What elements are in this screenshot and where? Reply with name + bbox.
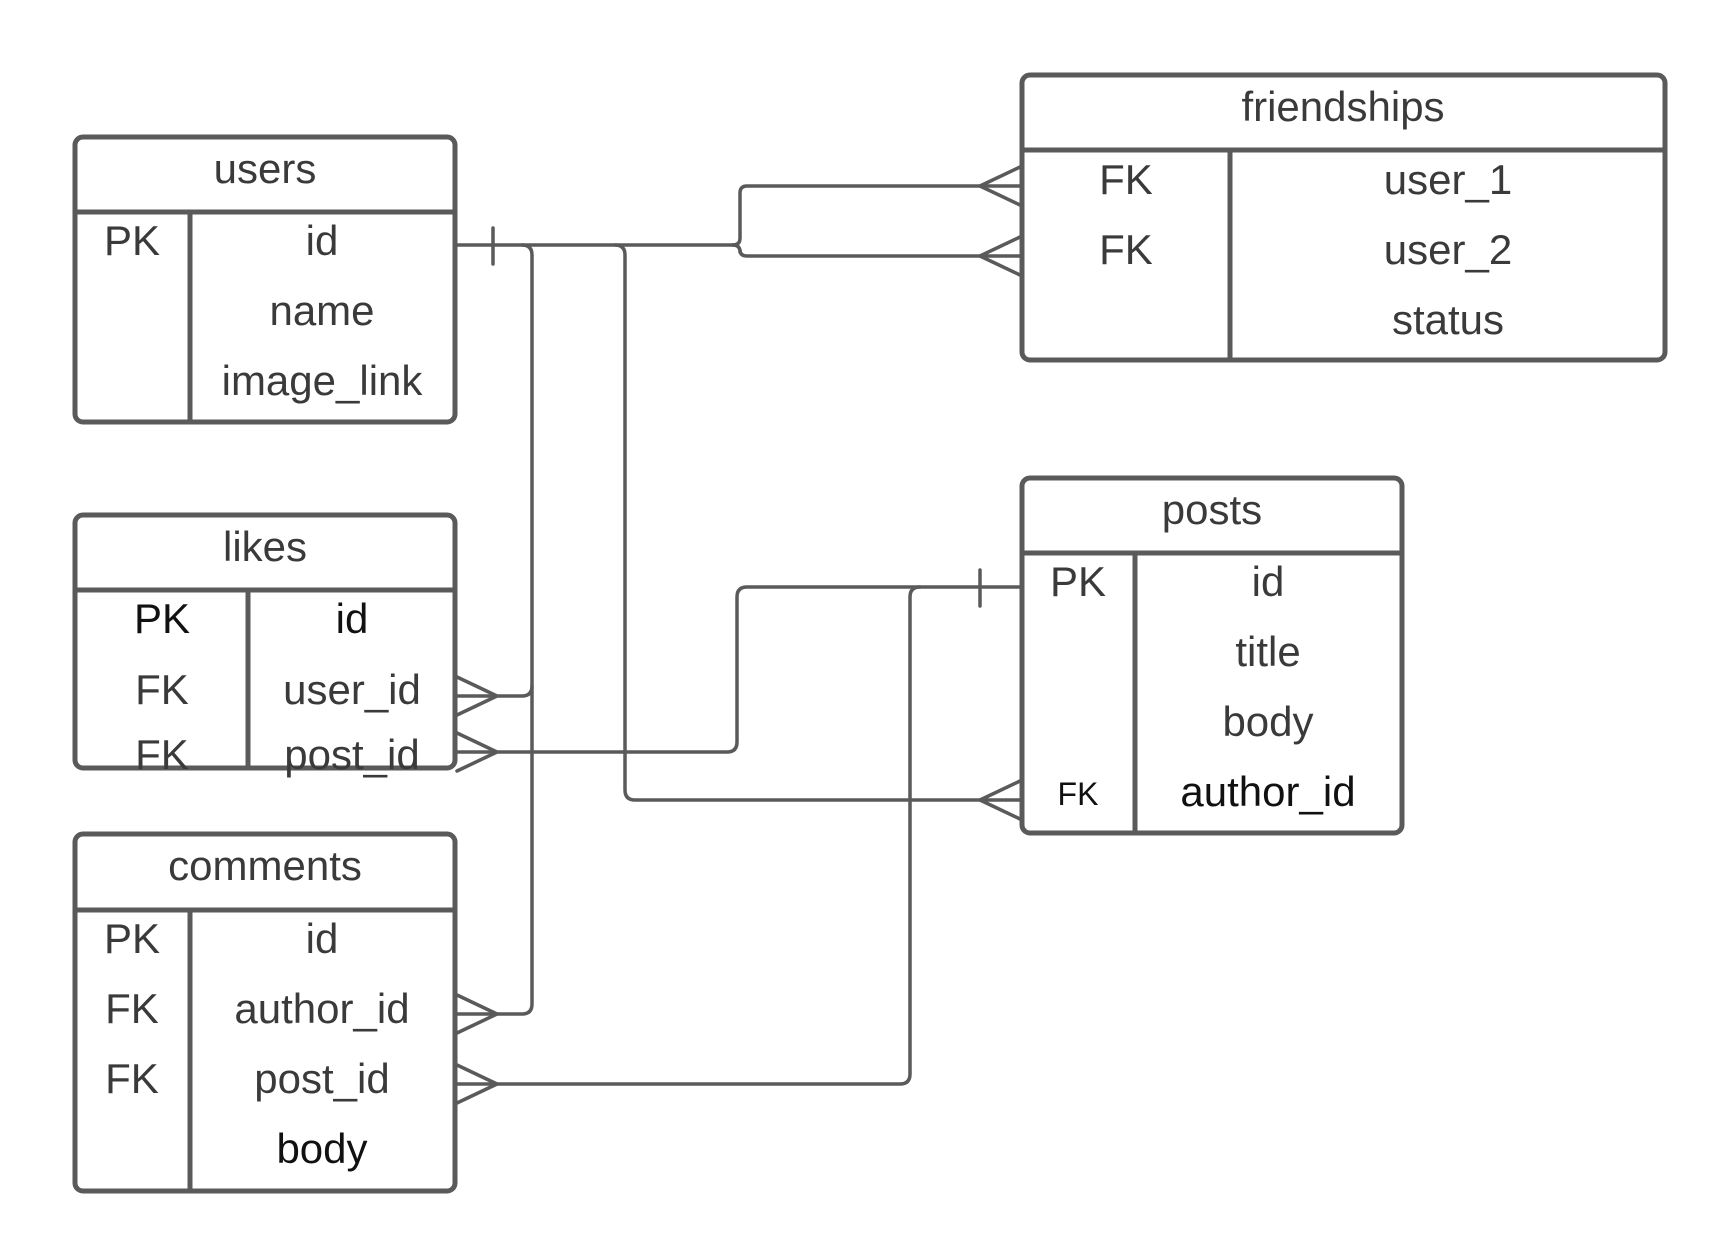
key-label: FK	[135, 666, 189, 713]
key-label: PK	[104, 915, 160, 962]
table-title: friendships	[1241, 83, 1444, 130]
relationship-users-posts-author-id	[613, 243, 1022, 802]
key-label: PK	[104, 217, 160, 264]
field-label: body	[276, 1125, 367, 1172]
table-posts[interactable]: posts PK id title body FK author_id	[1019, 475, 1405, 836]
many-marker-comments-post-id	[455, 1063, 499, 1105]
field-label: user_2	[1384, 226, 1512, 273]
field-label: author_id	[1180, 768, 1355, 815]
field-label: id	[306, 915, 339, 962]
field-label: post_id	[284, 731, 419, 778]
many-marker-posts-author-id	[978, 779, 1022, 821]
many-marker-friendships-user1	[978, 165, 1022, 207]
field-label: user_id	[283, 666, 421, 713]
table-friendships[interactable]: friendships FK user_1 FK user_2 status	[1019, 72, 1668, 363]
key-label: FK	[1099, 156, 1153, 203]
field-label: post_id	[254, 1055, 389, 1102]
many-marker-friendships-user2	[978, 235, 1022, 277]
table-title: likes	[223, 523, 307, 570]
key-label: FK	[1058, 776, 1099, 812]
relationship-users-friendships-user2	[731, 243, 1022, 258]
table-title: users	[214, 145, 317, 192]
table-title: posts	[1162, 486, 1262, 533]
field-label: id	[336, 595, 369, 642]
key-label: FK	[1099, 226, 1153, 273]
relationship-posts-comments-post-id	[455, 585, 922, 1086]
table-comments[interactable]: comments PK id FK author_id FK post_id b…	[72, 831, 458, 1194]
many-marker-likes-post-id	[455, 731, 499, 773]
key-label: FK	[105, 1055, 159, 1102]
table-users[interactable]: users PK id name image_link	[72, 134, 458, 425]
relationship-lines	[453, 165, 1022, 1105]
relationship-users-likes-user-id	[455, 684, 534, 698]
field-label: body	[1222, 698, 1313, 745]
field-label: title	[1235, 628, 1300, 675]
table-likes[interactable]: likes PK id FK user_id FK post_id	[72, 512, 458, 778]
relationship-posts-likes-post-id	[455, 585, 1022, 754]
relationship-users-likes-comments	[455, 243, 534, 1016]
field-label: author_id	[234, 985, 409, 1032]
field-label: id	[306, 217, 339, 264]
field-label: name	[269, 287, 374, 334]
key-label: FK	[135, 731, 189, 778]
key-label: FK	[105, 985, 159, 1032]
key-label: PK	[134, 595, 190, 642]
field-label: id	[1252, 558, 1285, 605]
field-label: user_1	[1384, 156, 1512, 203]
field-label: image_link	[222, 357, 424, 404]
relationship-users-friendships-user1	[731, 184, 1022, 247]
table-title: comments	[168, 842, 362, 889]
key-label: PK	[1050, 558, 1106, 605]
many-marker-comments-author-id	[455, 993, 499, 1035]
many-marker-likes-user-id	[455, 675, 499, 717]
field-label: status	[1392, 296, 1504, 343]
